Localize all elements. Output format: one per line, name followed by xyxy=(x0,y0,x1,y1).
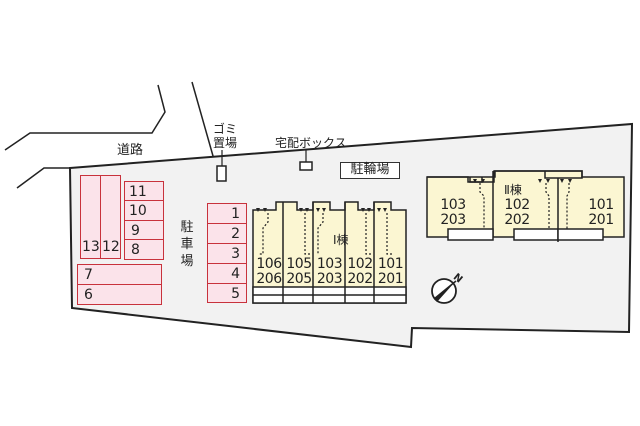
road-edge-right xyxy=(191,81,216,164)
parking-space-number: 10 xyxy=(129,203,147,219)
unit-number-1f: 103 xyxy=(316,256,343,272)
parking-space-number: 9 xyxy=(131,223,140,239)
unit-number-2f: 203 xyxy=(440,212,466,228)
parking-space-number: 7 xyxy=(84,267,93,283)
unit-number-1f: 106 xyxy=(256,256,282,272)
unit-101-201: 101 201 xyxy=(584,198,618,228)
unit-103-203: 103 203 xyxy=(314,257,345,287)
building-2-name: Ⅱ棟 xyxy=(504,183,522,197)
compass-icon xyxy=(431,278,457,304)
unit-number-1f: 103 xyxy=(440,197,466,213)
building-2-entry-paths xyxy=(479,183,570,229)
parking-space-5: 5 xyxy=(207,283,247,303)
parking-lot-char-3: 場 xyxy=(180,254,194,269)
parking-space-8: 8 xyxy=(124,239,164,260)
parking-space-number: 11 xyxy=(129,184,147,200)
parking-space-number: 2 xyxy=(231,226,240,242)
building-1-shape xyxy=(252,201,407,304)
building-2-entry-markers xyxy=(473,179,572,183)
unit-105-205: 105 205 xyxy=(284,257,314,287)
garbage-label-2: 置場 xyxy=(213,136,238,150)
road-label: 道路 xyxy=(117,143,144,158)
unit-number-2f: 205 xyxy=(286,271,312,287)
parking-space-10: 10 xyxy=(124,200,164,221)
parking-lot-char-1: 駐 xyxy=(180,220,194,235)
unit-102-202: 102 202 xyxy=(500,198,534,228)
road-edge-lower xyxy=(16,167,70,189)
delivery-box-shape xyxy=(299,161,313,171)
unit-101-201: 101 201 xyxy=(375,257,406,287)
garbage-label-1: ゴミ xyxy=(213,122,238,136)
unit-103-203: 103 203 xyxy=(436,198,470,228)
parking-space-6: 6 xyxy=(77,284,162,305)
parking-space-number: 1 xyxy=(231,206,240,222)
parking-space-12: 12 xyxy=(100,175,121,259)
unit-number-1f: 102 xyxy=(347,256,373,272)
parking-space-number: 3 xyxy=(231,246,240,262)
bicycle-parking-label: 駐輪場 xyxy=(340,162,400,179)
parking-space-2: 2 xyxy=(207,223,247,244)
parking-space-1: 1 xyxy=(207,203,247,224)
building-1-entry-paths xyxy=(258,213,393,255)
delivery-box-label: 宅配ボックス xyxy=(275,136,347,150)
parking-space-7: 7 xyxy=(77,264,162,285)
parking-space-number: 4 xyxy=(231,266,240,282)
unit-number-2f: 201 xyxy=(377,271,404,287)
unit-number-1f: 102 xyxy=(504,197,530,213)
parking-space-number: 13 xyxy=(82,239,100,255)
parking-space-number: 8 xyxy=(131,242,140,258)
unit-number-1f: 105 xyxy=(286,256,312,272)
unit-number-2f: 206 xyxy=(256,271,282,287)
parking-space-3: 3 xyxy=(207,243,247,264)
parking-space-9: 9 xyxy=(124,220,164,240)
parking-space-13: 13 xyxy=(80,175,101,259)
unit-106-206: 106 206 xyxy=(254,257,284,287)
building-2-shape xyxy=(426,170,625,242)
unit-number-2f: 202 xyxy=(504,212,530,228)
parking-space-11: 11 xyxy=(124,181,164,201)
unit-number-1f: 101 xyxy=(377,256,404,272)
unit-number-2f: 203 xyxy=(316,271,343,287)
parking-space-number: 5 xyxy=(231,286,240,302)
unit-number-2f: 201 xyxy=(588,212,614,228)
garbage-station-box xyxy=(216,165,227,182)
parking-space-number: 6 xyxy=(84,287,93,303)
parking-space-4: 4 xyxy=(207,263,247,284)
unit-number-1f: 101 xyxy=(588,197,614,213)
unit-102-202: 102 202 xyxy=(345,257,375,287)
road-edge-upper xyxy=(4,84,166,151)
building-1-entry-markers xyxy=(256,208,387,212)
parking-lot-char-2: 車 xyxy=(180,237,194,252)
unit-number-2f: 202 xyxy=(347,271,373,287)
building-1-name: Ⅰ棟 xyxy=(333,233,349,247)
parking-space-number: 12 xyxy=(102,239,120,255)
